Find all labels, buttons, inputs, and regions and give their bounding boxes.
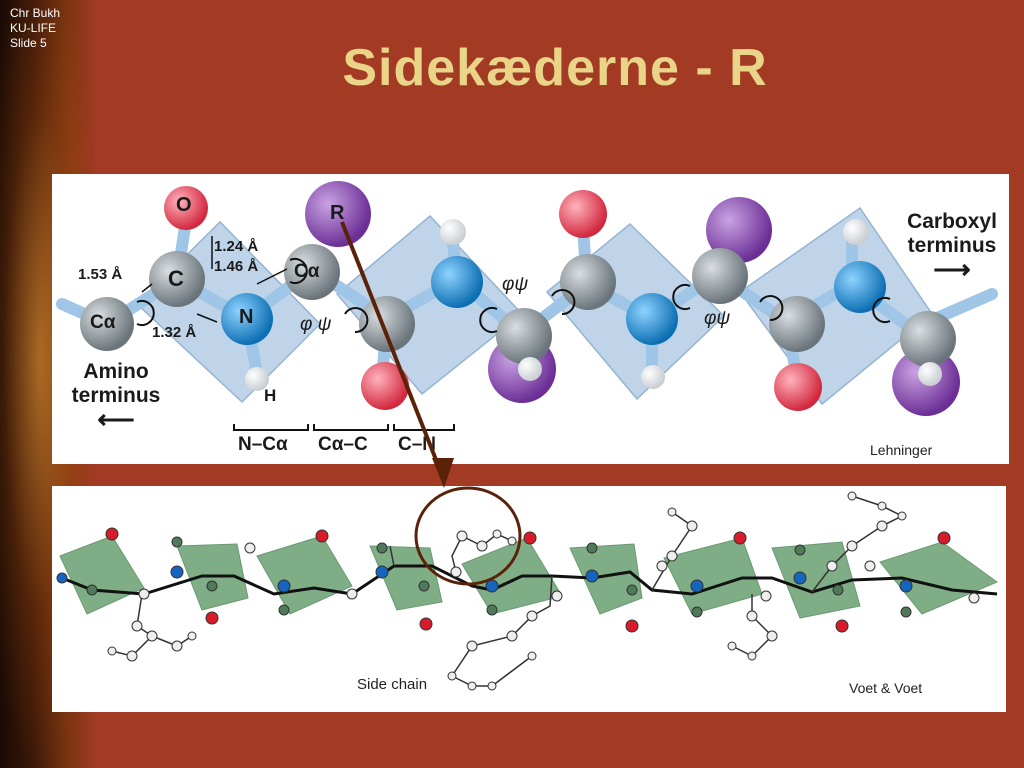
voet-credit: Voet & Voet xyxy=(849,680,923,696)
bond-length-132: 1.32 Å xyxy=(152,324,197,341)
bond-length-153: 1.53 Å xyxy=(78,266,123,283)
slide-title: Sidekæderne - R xyxy=(342,39,768,97)
nitrogen-atom xyxy=(221,293,273,345)
bracket-label-ca-c: Cα–C xyxy=(318,434,368,455)
phi-psi-label-2: φψ xyxy=(502,274,529,295)
phi-psi-label-3: φψ xyxy=(704,308,731,329)
nitrogen-label: N xyxy=(239,306,254,328)
peptide-plane-drawing xyxy=(56,181,998,431)
bond-length-146: 1.46 Å xyxy=(214,258,259,275)
peptide-plane-figure: O R C N Cα Cα H 1.53 Å 1.24 Å 1.46 Å 1.3… xyxy=(52,174,1009,464)
side-chain-figure: Side chain Voet & Voet xyxy=(52,486,1006,712)
carbonyl-carbon-atom xyxy=(149,251,205,307)
side-chain-label: Side chain xyxy=(357,676,428,693)
phi-psi-label-1: φ ψ xyxy=(300,314,332,335)
side-chain-drawing xyxy=(56,491,999,691)
oxygen-atom xyxy=(164,186,208,230)
amino-terminus-label: Amino terminus ⟵ xyxy=(64,360,168,434)
oxygen-label: O xyxy=(176,194,192,216)
c-alpha-left-label: Cα xyxy=(90,312,116,333)
slide-number-label: Slide 5 xyxy=(10,36,47,50)
c-alpha-atom-left xyxy=(80,297,134,351)
arrow-right-icon: ⟶ xyxy=(933,254,971,284)
carbon-label: C xyxy=(168,266,184,291)
institution-label: KU-LIFE xyxy=(10,21,57,35)
bracket-label-n-ca: N–Cα xyxy=(238,434,288,455)
r-group-label: R xyxy=(330,202,345,224)
arrow-left-icon: ⟵ xyxy=(97,404,135,434)
carboxyl-terminus-label: Carboxyl terminus ⟶ xyxy=(898,210,1006,284)
bracket-label-c-n: C–N xyxy=(398,434,437,455)
slide-info: Chr Bukh KU-LIFE Slide 5 xyxy=(10,6,60,51)
author-label: Chr Bukh xyxy=(10,6,61,20)
bond-length-124: 1.24 Å xyxy=(214,238,259,255)
c-alpha-mid-label: Cα xyxy=(294,261,320,282)
c-alpha-atom-mid xyxy=(284,244,340,300)
hydrogen-label: H xyxy=(264,386,277,405)
lehninger-credit: Lehninger xyxy=(870,442,933,458)
